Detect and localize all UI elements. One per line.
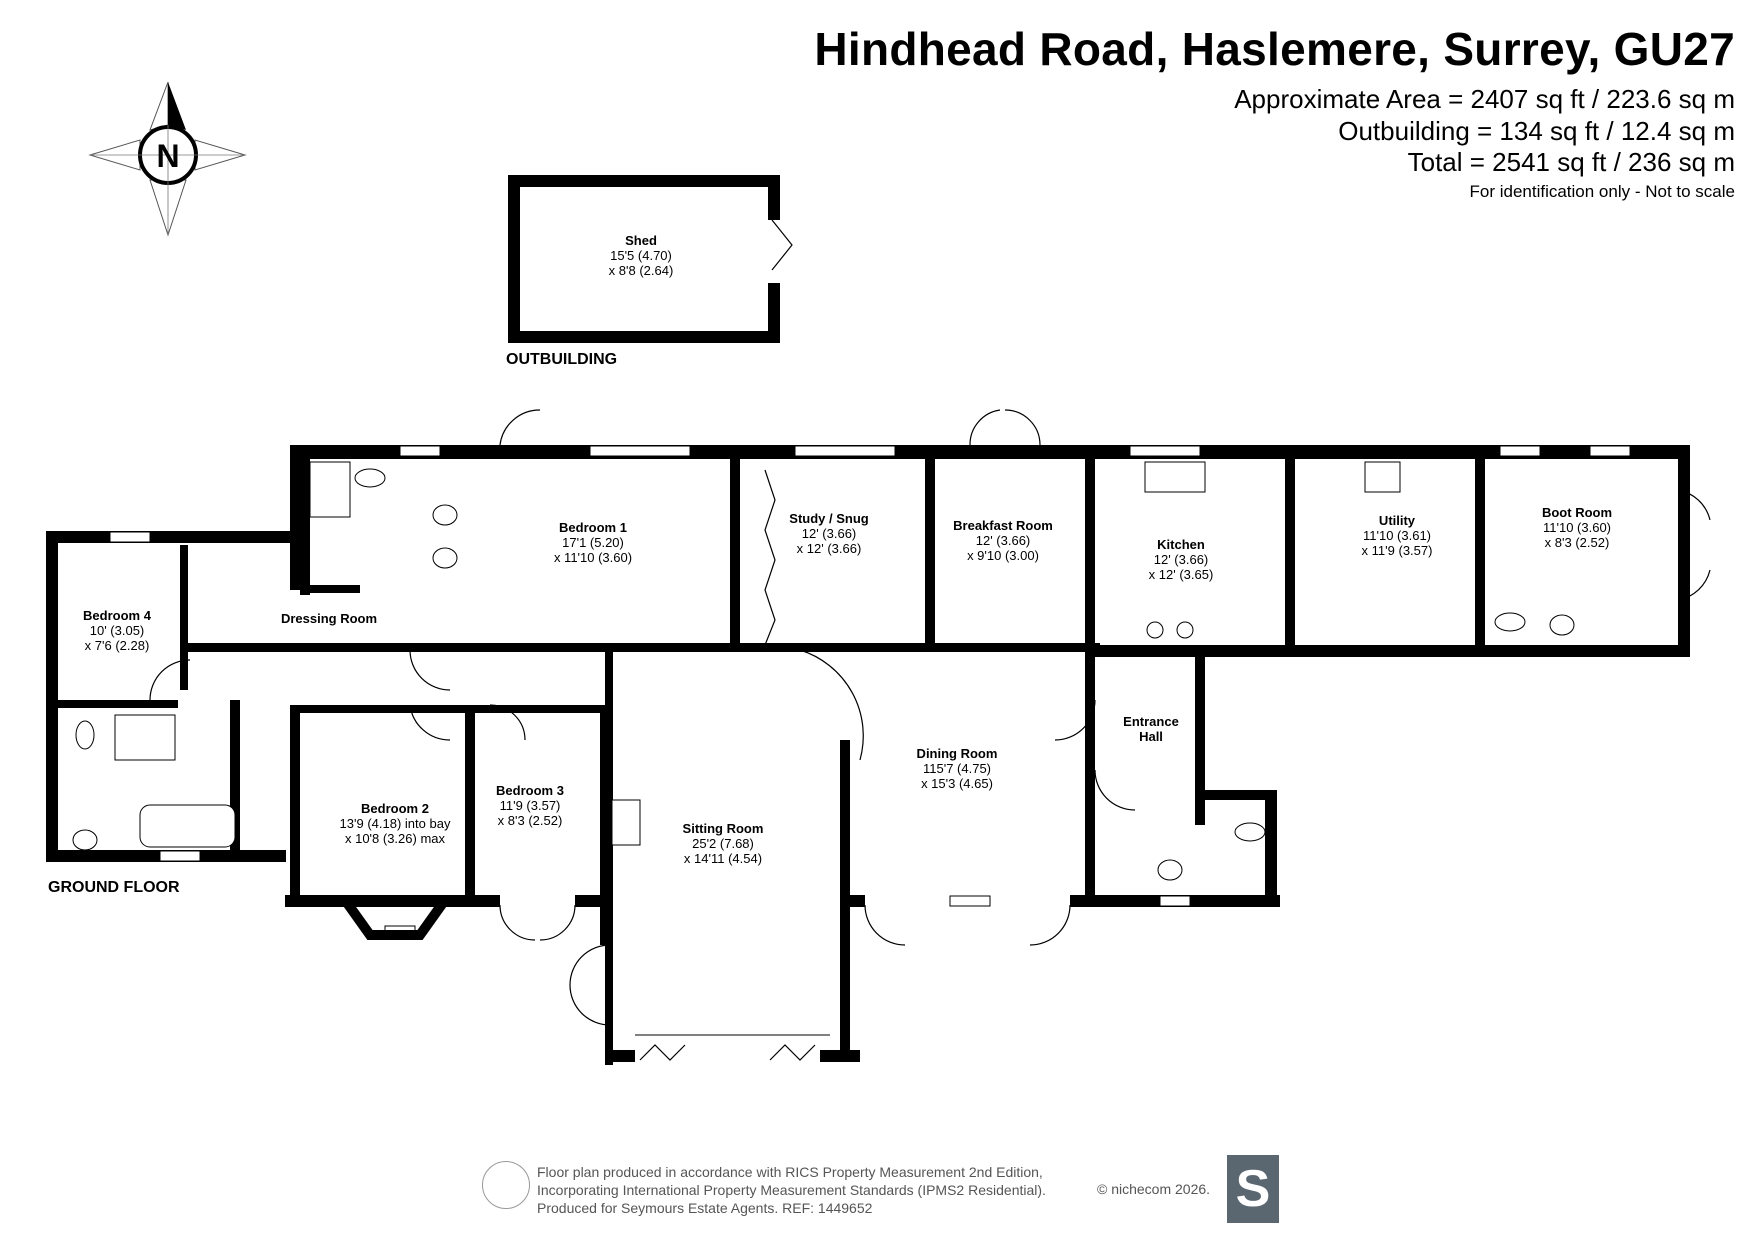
room-dim: 15'5 (4.70) (610, 248, 672, 263)
room-dim: x 7'6 (2.28) (84, 638, 150, 653)
room-dim: x 11'10 (3.60) (553, 550, 633, 565)
room-dim: 10' (3.05) (89, 623, 145, 638)
basin-icon (432, 504, 458, 526)
kitchen-sink-icon (1144, 461, 1206, 493)
room-dim: x 8'3 (2.52) (1544, 535, 1610, 550)
shed-walls (508, 175, 780, 343)
room-dim: 115'7 (4.75) (922, 761, 992, 776)
room-dim: 12' (3.66) (1153, 552, 1209, 567)
room-label-dining: Dining Room 115'7 (4.75) x 15'3 (4.65) (917, 746, 998, 791)
room-name: Shed (625, 233, 657, 248)
room-dim: 11'9 (3.57) (499, 798, 561, 813)
shower-tray-icon-2 (114, 714, 176, 761)
bath-icon (139, 804, 236, 848)
shed-door (771, 219, 793, 271)
room-dim: 12' (3.66) (801, 526, 857, 541)
room-name: Bedroom 1 (559, 520, 627, 535)
room-dim: x 9'10 (3.00) (967, 548, 1039, 563)
room-name: Boot Room (1541, 505, 1613, 520)
room-label-bedroom3: Bedroom 3 11'9 (3.57) x 8'3 (2.52) (496, 783, 564, 828)
shower-tray-icon (309, 461, 351, 518)
wardrobe (764, 469, 776, 646)
outbuilding-label: OUTBUILDING (506, 351, 618, 368)
room-name: Hall (1139, 729, 1163, 744)
room-dim: x 10'8 (3.26) max (344, 831, 446, 846)
doors (149, 409, 1711, 1026)
room-dim: 13'9 (4.18) into bay (339, 816, 451, 831)
total-area: Total = 2541 sq ft / 236 sq m (1407, 147, 1735, 177)
room-dim: x 15'3 (4.65) (921, 776, 993, 791)
agent-logo: S (1227, 1155, 1279, 1223)
basin-icon-2 (432, 547, 458, 569)
room-name: Breakfast Room (953, 518, 1053, 533)
room-label-boot: Boot Room 11'10 (3.60) x 8'3 (2.52) (1542, 505, 1612, 550)
basin-icon-3 (72, 829, 98, 851)
hob-icon (1146, 621, 1164, 639)
basin-icon-5 (1157, 859, 1183, 881)
room-label-shed: Shed 15'5 (4.70) x 8'8 (2.64) (609, 233, 674, 278)
toilet-icon-4 (1234, 822, 1266, 842)
rics-person-icon (482, 1161, 530, 1209)
room-name: Bedroom 3 (496, 783, 564, 798)
utility-sink-icon (1364, 461, 1401, 493)
toilet-icon-2 (75, 720, 95, 750)
room-label-dressing: Dressing Room (281, 611, 377, 626)
room-label-breakfast: Breakfast Room 12' (3.66) x 9'10 (3.00) (953, 518, 1053, 563)
room-dim: x 8'8 (2.64) (608, 263, 674, 278)
room-dim: x 12' (3.66) (796, 541, 862, 556)
outbuilding-area: Outbuilding = 134 sq ft / 12.4 sq m (1338, 116, 1735, 146)
room-label-bedroom2: Bedroom 2 13'9 (4.18) into bay x 10'8 (3… (340, 801, 451, 846)
room-label-kitchen: Kitchen 12' (3.66) x 12' (3.65) (1149, 537, 1214, 582)
room-label-entrance: Entrance Hall (1123, 714, 1179, 744)
room-dim: 12' (3.66) (975, 533, 1031, 548)
compass-letter: N (156, 138, 179, 174)
fittings (72, 461, 1575, 881)
bifold-doors-right (769, 1044, 816, 1061)
room-name: Bedroom 2 (361, 801, 429, 816)
toilet-icon (354, 468, 386, 488)
room-label-utility: Utility 11'10 (3.61) x 11'9 (3.57) (1362, 513, 1433, 558)
copyright: © nichecom 2026. (1097, 1181, 1211, 1197)
room-dim: x 14'11 (4.54) (683, 851, 763, 866)
property-address: Hindhead Road, Haslemere, Surrey, GU27 (814, 23, 1735, 75)
room-label-bedroom1: Bedroom 1 17'1 (5.20) x 11'10 (3.60) (554, 520, 632, 565)
ground-floor-label: GROUND FLOOR (48, 879, 180, 896)
basin-icon-4 (1549, 614, 1575, 636)
room-dim: x 12' (3.65) (1148, 567, 1214, 582)
room-name: Bedroom 4 (83, 608, 151, 623)
hob-icon-2 (1176, 621, 1194, 639)
room-dim: 11'10 (3.60) (1542, 520, 1612, 535)
approximate-area: Approximate Area = 2407 sq ft / 223.6 sq… (1234, 84, 1735, 114)
fireplace-icon (611, 799, 641, 846)
room-name: Dressing Room (280, 611, 378, 626)
bay-window (340, 897, 450, 940)
disclaimer: For identification only - Not to scale (1469, 182, 1735, 201)
footer-line1: Floor plan produced in accordance with R… (537, 1164, 1043, 1180)
toilet-icon-3 (1494, 612, 1526, 632)
compass-rose-icon (88, 81, 247, 237)
room-dim: x 11'9 (3.57) (1361, 543, 1433, 558)
footer-line2: Incorporating International Property Mea… (537, 1182, 1046, 1198)
room-label-sitting: Sitting Room 25'2 (7.68) x 14'11 (4.54) (683, 821, 764, 866)
room-label-study: Study / Snug 12' (3.66) x 12' (3.66) (789, 511, 868, 556)
room-name: Dining Room (916, 746, 998, 761)
room-name: Kitchen (1157, 537, 1205, 552)
room-dim: 17'1 (5.20) (562, 535, 624, 550)
room-name: Utility (1378, 513, 1416, 528)
room-name: Study / Snug (789, 511, 869, 526)
room-name: Entrance (1123, 714, 1179, 729)
room-dim: x 8'3 (2.52) (497, 813, 563, 828)
room-name: Sitting Room (682, 821, 764, 836)
room-label-bedroom4: Bedroom 4 10' (3.05) x 7'6 (2.28) (83, 608, 151, 653)
footer-line3: Produced for Seymours Estate Agents. REF… (537, 1200, 873, 1216)
footer-text: Floor plan produced in accordance with R… (537, 1163, 1046, 1217)
bifold-doors (639, 1044, 686, 1061)
room-dim: 11'10 (3.61) (1362, 528, 1432, 543)
room-dim: 25'2 (7.68) (692, 836, 754, 851)
